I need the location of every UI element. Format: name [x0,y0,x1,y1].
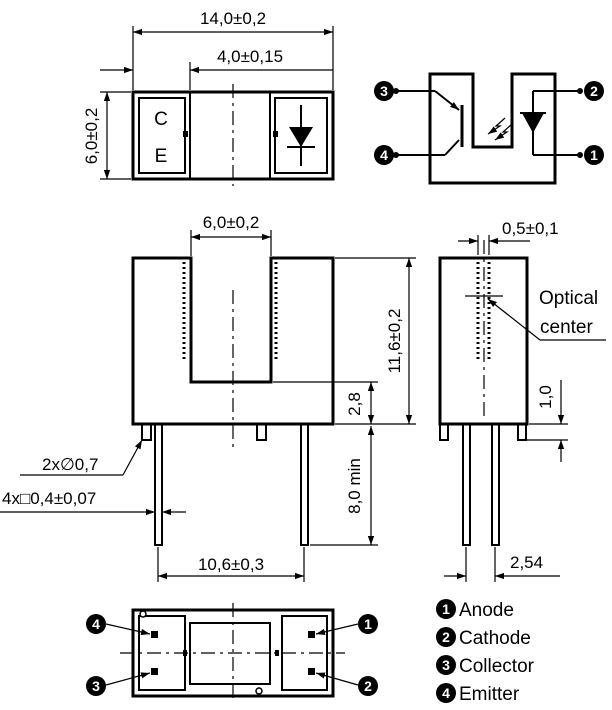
bottom-pin-1: 1 [358,614,378,634]
top-label-e: E [155,146,168,167]
svg-text:1: 1 [442,601,450,617]
lead-left [154,423,163,546]
svg-text:4: 4 [442,685,450,701]
bottom-pin-4: 4 [86,614,106,634]
top-label-c: C [154,109,168,130]
svg-text:Emitter: Emitter [459,684,520,705]
lead-right [300,423,309,546]
dim-body-height: 11,6±0,2 [385,309,404,374]
bottom-pin-3: 3 [86,676,106,696]
legend-anode: 1 Anode [436,599,514,621]
optical-center-line1: Optical [539,288,598,309]
front-view-outline [131,256,335,426]
svg-text:Collector: Collector [459,656,535,677]
dim-half-width: 4,0±0,15 [217,47,283,66]
svg-text:3: 3 [442,657,450,673]
schematic-pin-3: 3 [374,81,394,101]
side-view: 0,5±0,1 Optical center 1,0 2,54 [438,219,606,582]
dim-slot-width: 6,0±0,2 [203,213,260,232]
dim-lead-section: 4x□0,4±0,07 [2,489,96,508]
svg-text:2: 2 [590,83,598,99]
svg-text:3: 3 [92,678,100,694]
svg-text:1: 1 [590,147,598,163]
side-view-outline [438,256,529,426]
dim-top-height: 6,0±0,2 [82,108,101,165]
diode-symbol [287,105,315,166]
svg-text:1: 1 [364,616,372,632]
svg-text:Anode: Anode [459,600,514,621]
legend-cathode: 2 Cathode [436,627,531,649]
schematic-outline [428,72,557,185]
front-view: 6,0±0,2 11,6±0,2 2,8 8,0 min 2x∅0,7 4x□0… [0,213,416,582]
schematic-pin-1: 1 [584,145,604,165]
svg-text:Cathode: Cathode [459,628,531,649]
bottom-view: 4 3 1 2 [86,603,378,703]
svg-text:2: 2 [442,629,450,645]
bottom-pin-2: 2 [358,676,378,696]
svg-text:2: 2 [364,678,372,694]
dim-side-pitch: 2,54 [510,553,543,572]
pin-legend: 1 Anode 2 Cathode 3 Collector 4 Emitter [436,599,535,705]
dim-lead-pitch: 10,6±0,3 [198,555,264,574]
schematic: 3 4 2 1 [374,72,604,185]
schematic-pin-4: 4 [374,145,394,165]
dim-aperture: 0,5±0,1 [502,219,559,238]
dim-peg-diameter: 2x∅0,7 [42,455,98,474]
side-lead-left [462,423,471,546]
dim-overall-width: 14,0±0,2 [200,9,266,28]
dim-lead-length: 8,0 min [345,458,364,514]
svg-text:4: 4 [380,147,388,163]
legend-emitter: 4 Emitter [436,683,520,705]
top-view: C E 14,0±0,2 4,0±0,15 6,0±0,2 [82,9,335,186]
optical-center-line2: center [540,317,593,338]
svg-text:4: 4 [92,616,100,632]
dim-side-offset: 1,0 [536,385,555,409]
schematic-pin-2: 2 [584,81,604,101]
side-lead-right [491,423,500,546]
dim-slot-bottom: 2,8 [345,392,364,416]
svg-text:3: 3 [380,83,388,99]
legend-collector: 3 Collector [436,655,535,677]
